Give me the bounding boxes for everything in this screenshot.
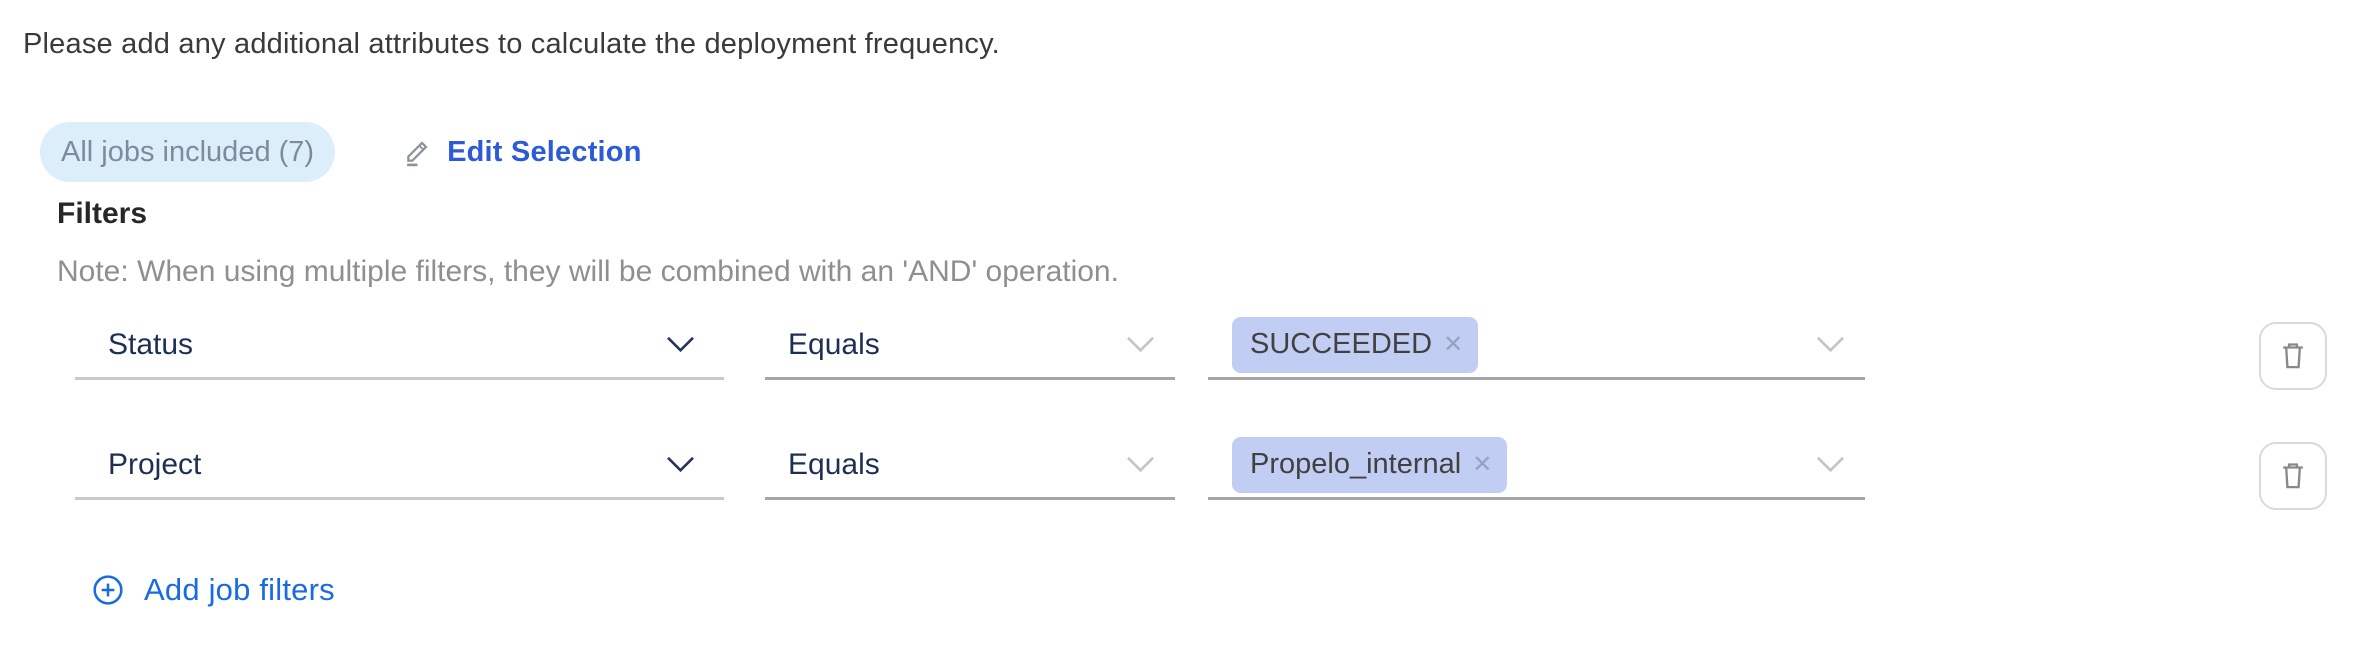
chevron-down-icon [666,335,695,352]
edit-pencil-icon [403,137,434,168]
trash-icon [2277,339,2309,373]
filter-row: Status Equals SUCCEEDED ✕ [75,312,2376,390]
filter-values-select[interactable]: SUCCEEDED ✕ [1208,312,1865,380]
chevron-down-icon [666,455,695,472]
filters-note: Note: When using multiple filters, they … [57,255,1119,288]
filter-operator-value: Equals [788,327,880,361]
filter-row: Project Equals Propelo_internal ✕ [75,432,2376,510]
filter-attribute-select[interactable]: Status [75,312,724,380]
chevron-down-icon [1816,335,1845,352]
add-job-filters-button[interactable]: Add job filters [92,572,335,608]
trash-icon [2277,459,2309,493]
value-tag: SUCCEEDED ✕ [1232,316,1479,373]
chevron-down-icon [1816,455,1845,472]
filter-attribute-value: Status [108,327,194,361]
value-tag: Propelo_internal ✕ [1232,436,1508,493]
edit-selection-label: Edit Selection [447,135,642,168]
chevron-down-icon [1126,335,1155,352]
add-job-filters-label: Add job filters [144,572,335,607]
edit-selection-button[interactable]: Edit Selection [403,136,642,169]
filter-attribute-value: Project [108,447,202,481]
filter-operator-select[interactable]: Equals [765,432,1175,500]
chevron-down-icon [1126,455,1155,472]
remove-value-icon[interactable]: ✕ [1443,330,1464,358]
delete-filter-button[interactable] [2259,322,2327,390]
remove-value-icon[interactable]: ✕ [1472,450,1493,478]
add-filters-row: Add job filters [92,572,335,611]
jobs-included-badge: All jobs included (7) [40,122,336,182]
filter-values-select[interactable]: Propelo_internal ✕ [1208,432,1865,500]
value-tag-label: Propelo_internal [1250,448,1462,480]
job-selection-row: All jobs included (7) Edit Selection [40,122,642,182]
value-tag-label: SUCCEEDED [1250,328,1433,360]
filter-operator-select[interactable]: Equals [765,312,1175,380]
filters-heading: Filters [57,197,148,230]
plus-circle-icon [92,574,124,606]
filter-attribute-select[interactable]: Project [75,432,724,500]
delete-filter-button[interactable] [2259,442,2327,510]
instruction-text: Please add any additional attributes to … [23,28,1000,60]
filter-operator-value: Equals [788,447,880,481]
